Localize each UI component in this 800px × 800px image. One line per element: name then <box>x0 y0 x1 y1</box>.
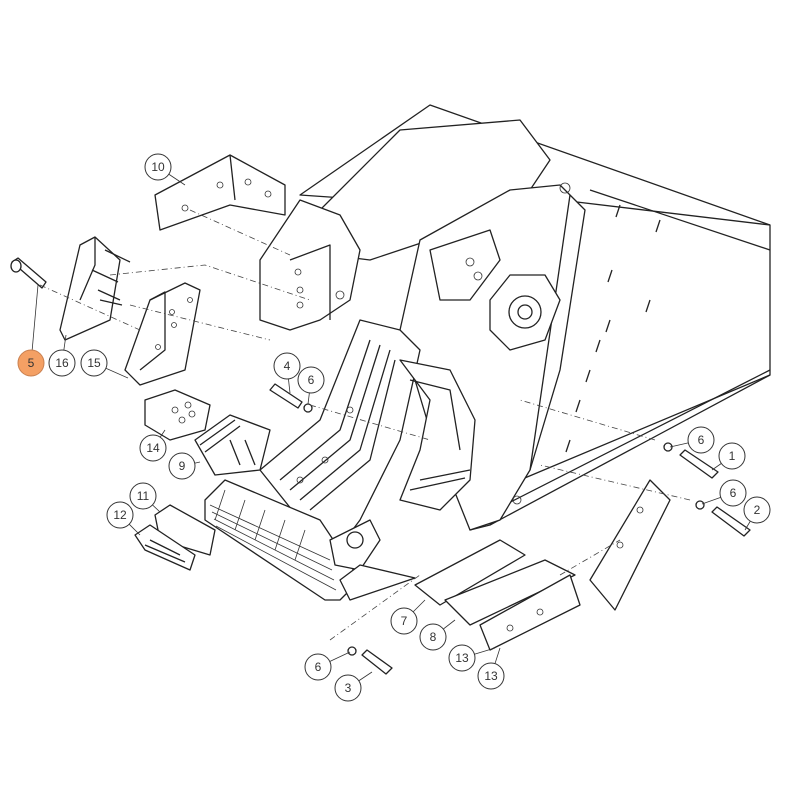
callout-8[interactable]: 8 <box>419 619 456 651</box>
callout-11[interactable]: 11 <box>129 482 161 513</box>
callout-circle <box>80 349 108 377</box>
callout-3[interactable]: 3 <box>334 671 373 702</box>
callout-circle <box>106 501 134 529</box>
part-8-plate <box>444 559 576 626</box>
callout-label: 8 <box>430 630 437 644</box>
callout-label: 9 <box>179 459 186 473</box>
callout-label: 15 <box>87 356 101 370</box>
callout-14[interactable]: 14 <box>139 429 167 462</box>
callout-circle <box>334 674 362 702</box>
callout-label: 11 <box>137 489 150 503</box>
callout-9[interactable]: 9 <box>168 452 201 480</box>
callout-circle <box>304 653 332 681</box>
callout-label: 2 <box>754 503 761 517</box>
grate <box>204 479 416 601</box>
part-14-block <box>144 389 211 441</box>
callout-circle <box>718 442 746 470</box>
callout-label: 6 <box>730 486 737 500</box>
callout-label: 1 <box>729 449 736 463</box>
callout-label: 7 <box>401 614 408 628</box>
callout-16[interactable]: 16 <box>48 334 76 377</box>
callout-1[interactable]: 1 <box>711 442 746 471</box>
callout-12[interactable]: 12 <box>106 501 141 536</box>
callout-label: 13 <box>484 669 498 683</box>
callout-13[interactable]: 13 <box>448 644 496 672</box>
part-1-bolt <box>663 442 719 479</box>
callout-6[interactable]: 6 <box>304 651 351 681</box>
part-10-plate <box>154 154 286 231</box>
part-4-bolt <box>269 383 313 413</box>
callout-6[interactable]: 6 <box>297 366 325 405</box>
callout-4[interactable]: 4 <box>273 352 301 394</box>
callout-circle <box>743 496 771 524</box>
callout-5[interactable]: 5 <box>17 284 45 377</box>
callout-circle <box>390 607 418 635</box>
chute-liner <box>259 319 476 561</box>
callout-13[interactable]: 13 <box>477 647 505 690</box>
callout-circle <box>297 366 325 394</box>
assembly-centerlines <box>39 209 691 641</box>
callout-circle <box>477 662 505 690</box>
callout-6[interactable]: 6 <box>701 479 747 507</box>
part-2-bolt <box>695 500 751 537</box>
callout-label: 6 <box>315 660 322 674</box>
callout-circle <box>129 482 157 510</box>
callout-circle <box>48 349 76 377</box>
part-5-bolt <box>10 257 47 289</box>
callout-label: 16 <box>55 356 69 370</box>
callout-circle <box>139 434 167 462</box>
callout-circle <box>719 479 747 507</box>
part-15-plate <box>124 282 201 386</box>
callout-circle <box>419 623 447 651</box>
callout-label: 4 <box>284 359 291 373</box>
callout-15[interactable]: 15 <box>80 349 129 379</box>
callout-circle <box>144 153 172 181</box>
callout-label: 6 <box>308 373 315 387</box>
callout-label: 14 <box>146 441 160 455</box>
part-7-plate <box>414 539 526 606</box>
callout-label: 12 <box>113 508 127 522</box>
callout-label: 10 <box>151 160 165 174</box>
callout-6[interactable]: 6 <box>669 426 715 454</box>
callout-label: 3 <box>345 681 352 695</box>
part-9-wear-plates <box>194 414 271 476</box>
callout-10[interactable]: 10 <box>144 153 186 186</box>
left-bracket <box>259 199 361 331</box>
callout-circle <box>168 452 196 480</box>
callout-label: 13 <box>455 651 469 665</box>
part-12-plates <box>134 524 196 571</box>
part-3-bolt <box>347 646 393 675</box>
callout-circle <box>448 644 476 672</box>
callout-label: 6 <box>698 433 705 447</box>
callout-circle <box>273 352 301 380</box>
callout-circle <box>687 426 715 454</box>
callout-2[interactable]: 2 <box>743 496 771 531</box>
part-13-blocks <box>479 479 671 651</box>
callout-label: 5 <box>28 356 35 370</box>
callout-7[interactable]: 7 <box>390 599 426 635</box>
callout-circle <box>17 349 45 377</box>
